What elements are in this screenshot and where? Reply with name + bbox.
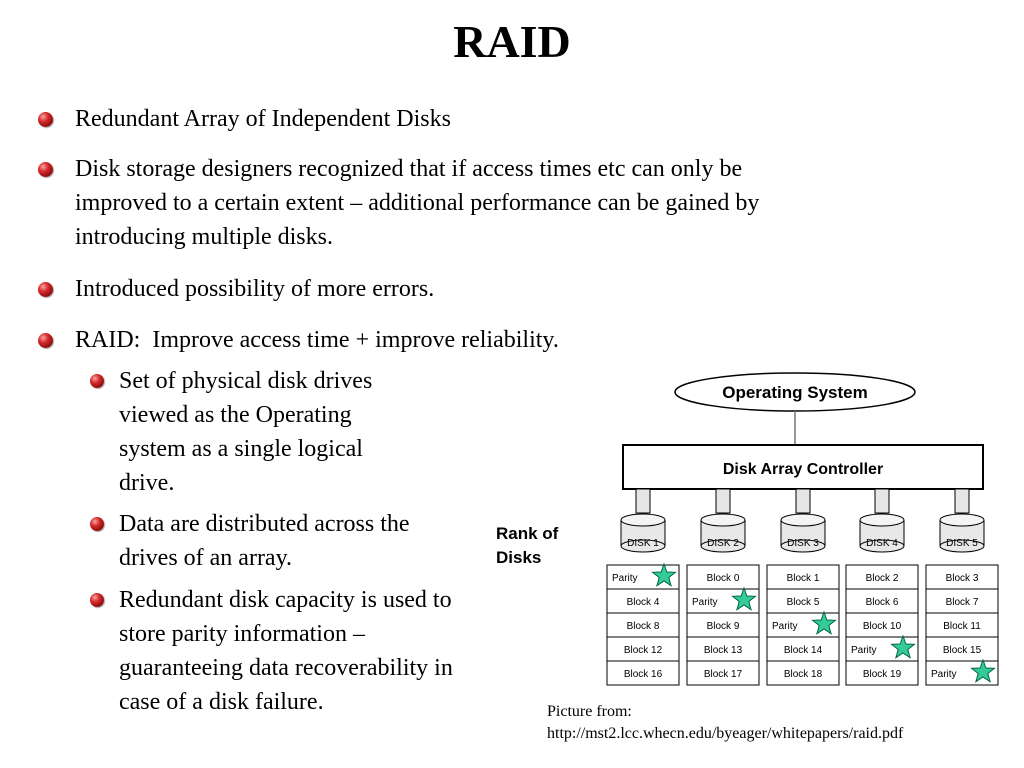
disk-label: DISK 2 bbox=[707, 538, 739, 549]
disk-cylinder-bottom bbox=[780, 539, 826, 553]
bullet-text: Redundant Array of Independent Disks bbox=[75, 106, 451, 132]
disk-cylinder-top bbox=[780, 513, 826, 527]
block-cell bbox=[766, 660, 840, 686]
disk-cylinder-top bbox=[700, 513, 746, 527]
sub-bullet-text: Set of physical disk drives viewed as th… bbox=[119, 368, 379, 496]
block-cell bbox=[845, 660, 919, 686]
bullet-dot-icon bbox=[38, 112, 53, 127]
block-cell bbox=[925, 636, 999, 662]
block-label: Block 7 bbox=[946, 597, 979, 608]
bullet-text: Introduced possibility of more errors. bbox=[75, 276, 435, 302]
bullet-text: RAID: Improve access time + improve reli… bbox=[75, 327, 559, 353]
block-cell bbox=[686, 660, 760, 686]
disk-array-controller-box bbox=[622, 444, 984, 490]
disk-cylinder-top bbox=[620, 513, 666, 527]
caption-url: http://mst2.lcc.whecn.edu/byeager/whitep… bbox=[547, 725, 904, 742]
disk-cylinder-bottom bbox=[620, 539, 666, 553]
block-label: Block 8 bbox=[627, 621, 660, 632]
block-cell bbox=[686, 564, 760, 590]
disk-cylinder-bottom bbox=[939, 539, 985, 553]
block-label: Block 4 bbox=[627, 597, 660, 608]
star-icon bbox=[731, 586, 757, 611]
disk-label: DISK 3 bbox=[787, 538, 819, 549]
parity-block-label: Parity bbox=[692, 597, 718, 608]
disk-array-controller-label: Disk Array Controller bbox=[723, 461, 883, 478]
block-label: Block 10 bbox=[863, 621, 902, 632]
parity-block-label: Parity bbox=[931, 669, 957, 680]
block-label: Block 0 bbox=[707, 573, 740, 584]
operating-system-label: Operating System bbox=[722, 383, 868, 402]
star-icon bbox=[970, 658, 996, 683]
bullet-dot-icon bbox=[90, 593, 104, 607]
slide-title: RAID bbox=[453, 16, 571, 67]
disk-cylinder-bottom bbox=[859, 539, 905, 553]
rank-of-disks-label-2: Disks bbox=[496, 548, 541, 567]
block-label: Block 9 bbox=[707, 621, 740, 632]
star-icon bbox=[651, 562, 677, 587]
block-cell bbox=[606, 612, 680, 638]
block-cell bbox=[925, 564, 999, 590]
disk-label: DISK 4 bbox=[866, 538, 898, 549]
block-label: Block 3 bbox=[946, 573, 979, 584]
block-cell bbox=[766, 588, 840, 614]
bullet-text: Disk storage designers recognized that i… bbox=[75, 156, 766, 250]
controller-connector bbox=[954, 488, 970, 514]
block-label: Block 14 bbox=[784, 645, 823, 656]
disk-cylinder-top bbox=[859, 513, 905, 527]
block-label: Block 13 bbox=[704, 645, 743, 656]
block-cell bbox=[686, 636, 760, 662]
block-cell bbox=[925, 612, 999, 638]
controller-connector bbox=[795, 488, 811, 514]
block-label: Block 2 bbox=[866, 573, 899, 584]
rank-of-disks-label-1: Rank of bbox=[496, 524, 559, 543]
star-icon bbox=[890, 634, 916, 659]
bullet-dot-icon bbox=[90, 517, 104, 531]
parity-block-label: Parity bbox=[612, 573, 638, 584]
block-cell bbox=[606, 636, 680, 662]
block-label: Block 18 bbox=[784, 669, 823, 680]
block-label: Block 6 bbox=[866, 597, 899, 608]
disk-cylinder-top bbox=[939, 513, 985, 527]
block-label: Block 16 bbox=[624, 669, 663, 680]
disk-label: DISK 5 bbox=[946, 538, 978, 549]
block-cell bbox=[845, 612, 919, 638]
block-label: Block 1 bbox=[787, 573, 820, 584]
parity-block-label: Parity bbox=[851, 645, 877, 656]
block-cell bbox=[686, 612, 760, 638]
bullet-dot-icon bbox=[38, 162, 53, 177]
disk-label: DISK 1 bbox=[627, 538, 659, 549]
controller-connector bbox=[715, 488, 731, 514]
caption-line-1: Picture from: bbox=[547, 703, 632, 720]
block-label: Block 11 bbox=[943, 621, 981, 632]
controller-connector bbox=[635, 488, 651, 514]
controller-connector bbox=[874, 488, 890, 514]
block-cell bbox=[766, 564, 840, 590]
picture-credit: Picture from: http://mst2.lcc.whecn.edu/… bbox=[547, 701, 1017, 745]
block-cell bbox=[606, 660, 680, 686]
block-label: Block 15 bbox=[943, 645, 982, 656]
block-label: Block 12 bbox=[624, 645, 663, 656]
sub-bullet-text: Redundant disk capacity is used to store… bbox=[119, 587, 459, 715]
block-label: Block 19 bbox=[863, 669, 902, 680]
star-icon bbox=[811, 610, 837, 635]
block-label: Block 5 bbox=[787, 597, 820, 608]
block-label: Block 17 bbox=[704, 669, 743, 680]
bullet-dot-icon bbox=[38, 282, 53, 297]
bullet-dot-icon bbox=[38, 333, 53, 348]
parity-block-label: Parity bbox=[772, 621, 798, 632]
disk-cylinder-bottom bbox=[700, 539, 746, 553]
raid-diagram: Operating System Disk Array Controller R… bbox=[496, 372, 999, 686]
block-cell bbox=[606, 588, 680, 614]
sub-bullet-text: Data are distributed across the drives o… bbox=[119, 511, 416, 571]
bullet-dot-icon bbox=[90, 374, 104, 388]
